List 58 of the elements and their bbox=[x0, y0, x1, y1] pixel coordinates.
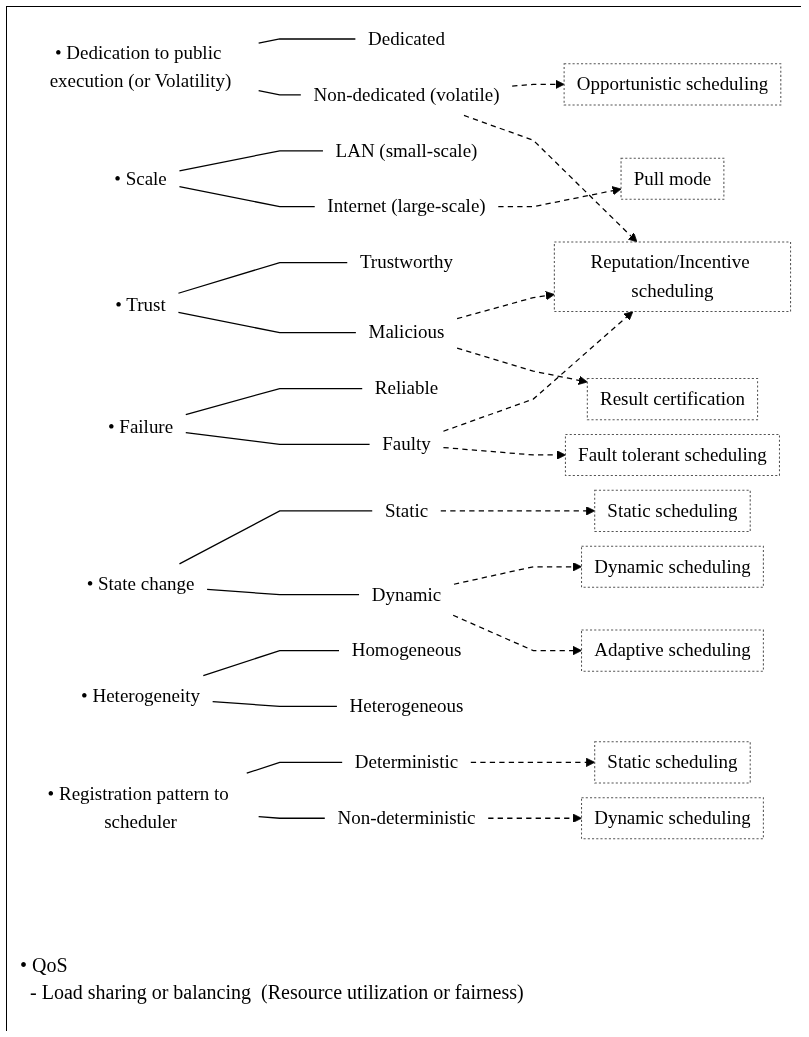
node-text: Heterogeneous bbox=[349, 695, 464, 717]
node-text: • Scale bbox=[114, 167, 167, 189]
node-box bbox=[620, 157, 725, 200]
node-box bbox=[581, 797, 764, 840]
node-text: Malicious bbox=[368, 321, 445, 343]
connector bbox=[178, 150, 324, 172]
note-text: - Load sharing or balancing (Resource utilization or fairness) bbox=[29, 981, 525, 1004]
node-box bbox=[581, 545, 764, 588]
node-box bbox=[563, 63, 782, 106]
arrow bbox=[497, 186, 622, 208]
node-text: Non-deterministic bbox=[337, 807, 476, 829]
node-text: Deterministic bbox=[354, 751, 459, 773]
node-box bbox=[586, 378, 759, 421]
node-text: Reliable bbox=[374, 377, 439, 399]
connector bbox=[202, 649, 340, 677]
arrow bbox=[456, 347, 588, 385]
arrow bbox=[487, 813, 582, 823]
connector bbox=[177, 311, 357, 334]
node-text: • Dedication to public execution (or Volatility) bbox=[49, 41, 232, 92]
node-text: • Registration pattern to scheduler bbox=[47, 782, 229, 833]
node-text: Faulty bbox=[382, 433, 431, 455]
connector bbox=[258, 38, 356, 44]
arrow bbox=[511, 79, 565, 89]
connector bbox=[246, 761, 343, 774]
node-text: Internet (large-scale) bbox=[327, 195, 486, 217]
node-text: • Failure bbox=[107, 415, 174, 438]
tree-diagram: • Dedication to public execution (or Volatility) Dedicated Non-dedicated (volatile) Opportunistic scheduling Reputation/Incentive scheduling • Scale LAN (small-scale) Internet (large-scale) Pull mode • State change Static Dynamic Static scheduling Dynamic scheduling Adaptive scheduling • Trust Trustworthy Malicious Result certification • Failure Reliable Faulty Fault tolerant scheduling • Heterogeneity Homogeneous Heterogeneous • Registration pattern to scheduler Deterministic Non-deterministic Static scheduling Dynamic scheduling bbox=[14, 10, 799, 852]
node-text: Homogeneous bbox=[351, 639, 462, 661]
connector bbox=[177, 261, 348, 294]
connector bbox=[212, 700, 338, 708]
node-box bbox=[564, 433, 780, 477]
node-text: Non-dedicated (volatile) bbox=[313, 83, 500, 105]
node-text: • State change bbox=[86, 573, 195, 595]
node-box bbox=[553, 241, 792, 313]
connector bbox=[206, 588, 360, 596]
node-text: Static bbox=[384, 499, 429, 521]
arrow bbox=[453, 562, 582, 585]
node-box bbox=[581, 629, 764, 672]
node-box bbox=[594, 489, 751, 532]
node-text: Dynamic bbox=[371, 583, 442, 605]
connector bbox=[185, 387, 363, 416]
connector bbox=[178, 510, 373, 565]
bullet-heading: • QoS bbox=[20, 954, 69, 977]
connector bbox=[258, 816, 326, 819]
node-text: Trustworthy bbox=[359, 251, 454, 273]
arrow bbox=[442, 446, 566, 460]
connector bbox=[258, 90, 302, 96]
arrow bbox=[463, 114, 638, 243]
arrow bbox=[442, 311, 634, 432]
node-text: • Heterogeneity bbox=[81, 685, 200, 707]
arrow bbox=[456, 291, 555, 320]
connector bbox=[185, 432, 371, 446]
connector bbox=[178, 185, 316, 208]
node-text: Dedicated bbox=[368, 27, 445, 50]
arrow bbox=[452, 614, 582, 656]
node-text: • Trust bbox=[115, 293, 166, 315]
node-box bbox=[594, 741, 751, 784]
node-text: LAN (small-scale) bbox=[335, 139, 478, 161]
